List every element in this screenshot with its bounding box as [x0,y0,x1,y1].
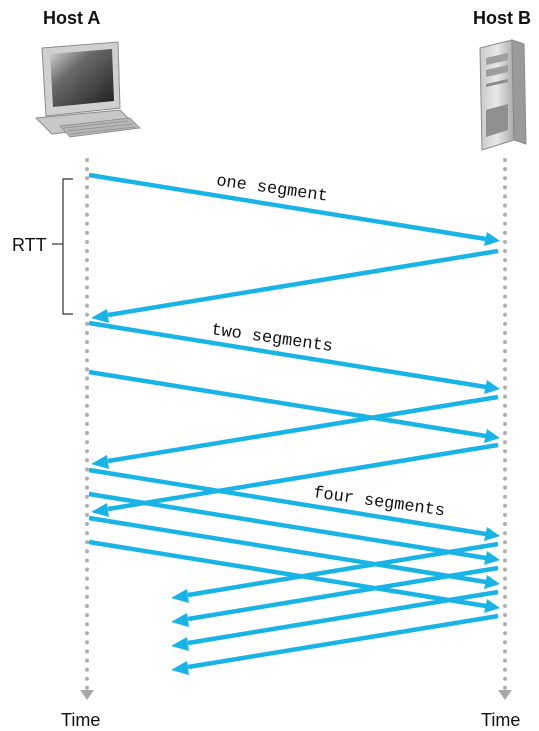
arrowhead [171,589,189,603]
arrowhead [484,599,500,613]
host-b-time-label: Time [481,710,521,730]
arrowhead [484,551,500,565]
rtt-bracket [52,178,73,315]
segment-four-1-arrow [88,467,487,537]
segment-one-arrow [88,172,487,242]
ack-four-4-arrow [187,613,499,670]
arrowhead [484,232,500,246]
host-a-title: Host A [43,8,101,28]
ack-four-1-arrow [187,541,499,598]
ack-two-1-arrow [107,394,499,464]
host-b-title: Host B [473,8,531,28]
arrowhead [484,380,500,394]
arrowhead [171,637,189,651]
arrowhead [484,429,500,443]
host-a-time-label: Time [61,710,101,730]
ack-four-2-arrow [187,565,499,622]
arrowhead [484,575,500,589]
segment-four-3-arrow [88,515,487,585]
arrowhead [91,503,109,517]
segment-four-4-arrow [88,539,487,609]
arrowhead [91,309,109,323]
arrowhead [484,527,500,541]
segment-two-2-arrow [88,369,487,439]
desktop-computer-icon [34,41,141,138]
arrowhead [171,613,189,627]
arrowhead [91,455,109,469]
server-tower-icon [479,39,527,151]
host-a-time-arrowhead [80,690,94,700]
ack-one-arrow [107,248,499,318]
ack-two-2-arrow [107,442,499,512]
ack-four-3-arrow [187,589,499,646]
segment-two-1-arrow [88,320,487,390]
segment-four-2-arrow [88,491,487,561]
arrowhead [171,661,189,675]
rtt-label: RTT [12,235,47,255]
host-b-time-arrowhead [498,690,512,700]
